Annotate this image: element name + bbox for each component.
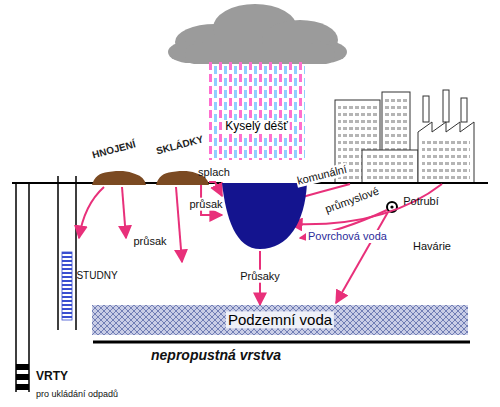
node-text: Kyselý déšť	[223, 120, 290, 134]
annotation-label: Potrubí	[402, 195, 439, 208]
node-text: Povrchová voda	[306, 230, 389, 243]
node-text: SKLÁDKY	[153, 133, 207, 158]
annotation-label: Havárie	[412, 240, 452, 253]
impermeable-layer	[93, 341, 470, 344]
surface-water-shape	[222, 183, 312, 251]
fertilizer-heap-shape	[92, 171, 146, 185]
node-text: Podzemní voda	[226, 311, 334, 328]
landfill-heap: SKLÁDKY	[156, 146, 209, 185]
node-text: HNOJENÍ	[89, 138, 139, 162]
cloud	[168, 4, 347, 64]
borehole	[16, 183, 29, 392]
annotation-label: pro ukládání odpadů	[35, 389, 119, 399]
edge-label: splach	[197, 166, 231, 179]
fertilizer-heap: HNOJENÍ	[92, 150, 146, 185]
annotation-label: nepropustná vrstva	[150, 347, 282, 363]
flow-arrow	[209, 182, 222, 196]
groundwater-band: Podzemní voda	[92, 305, 468, 335]
annotation-label: průsak	[132, 235, 167, 248]
acid-rain-shape	[208, 62, 305, 160]
annotation-label: STUDNY	[75, 270, 118, 282]
well	[58, 176, 76, 330]
acid-rain: Kyselý déšť	[208, 62, 305, 160]
annotation-label: VRTY	[35, 370, 69, 384]
edge-label: průsak	[188, 198, 223, 211]
edge-label: Průsaky	[239, 270, 281, 283]
buildings	[335, 90, 474, 183]
